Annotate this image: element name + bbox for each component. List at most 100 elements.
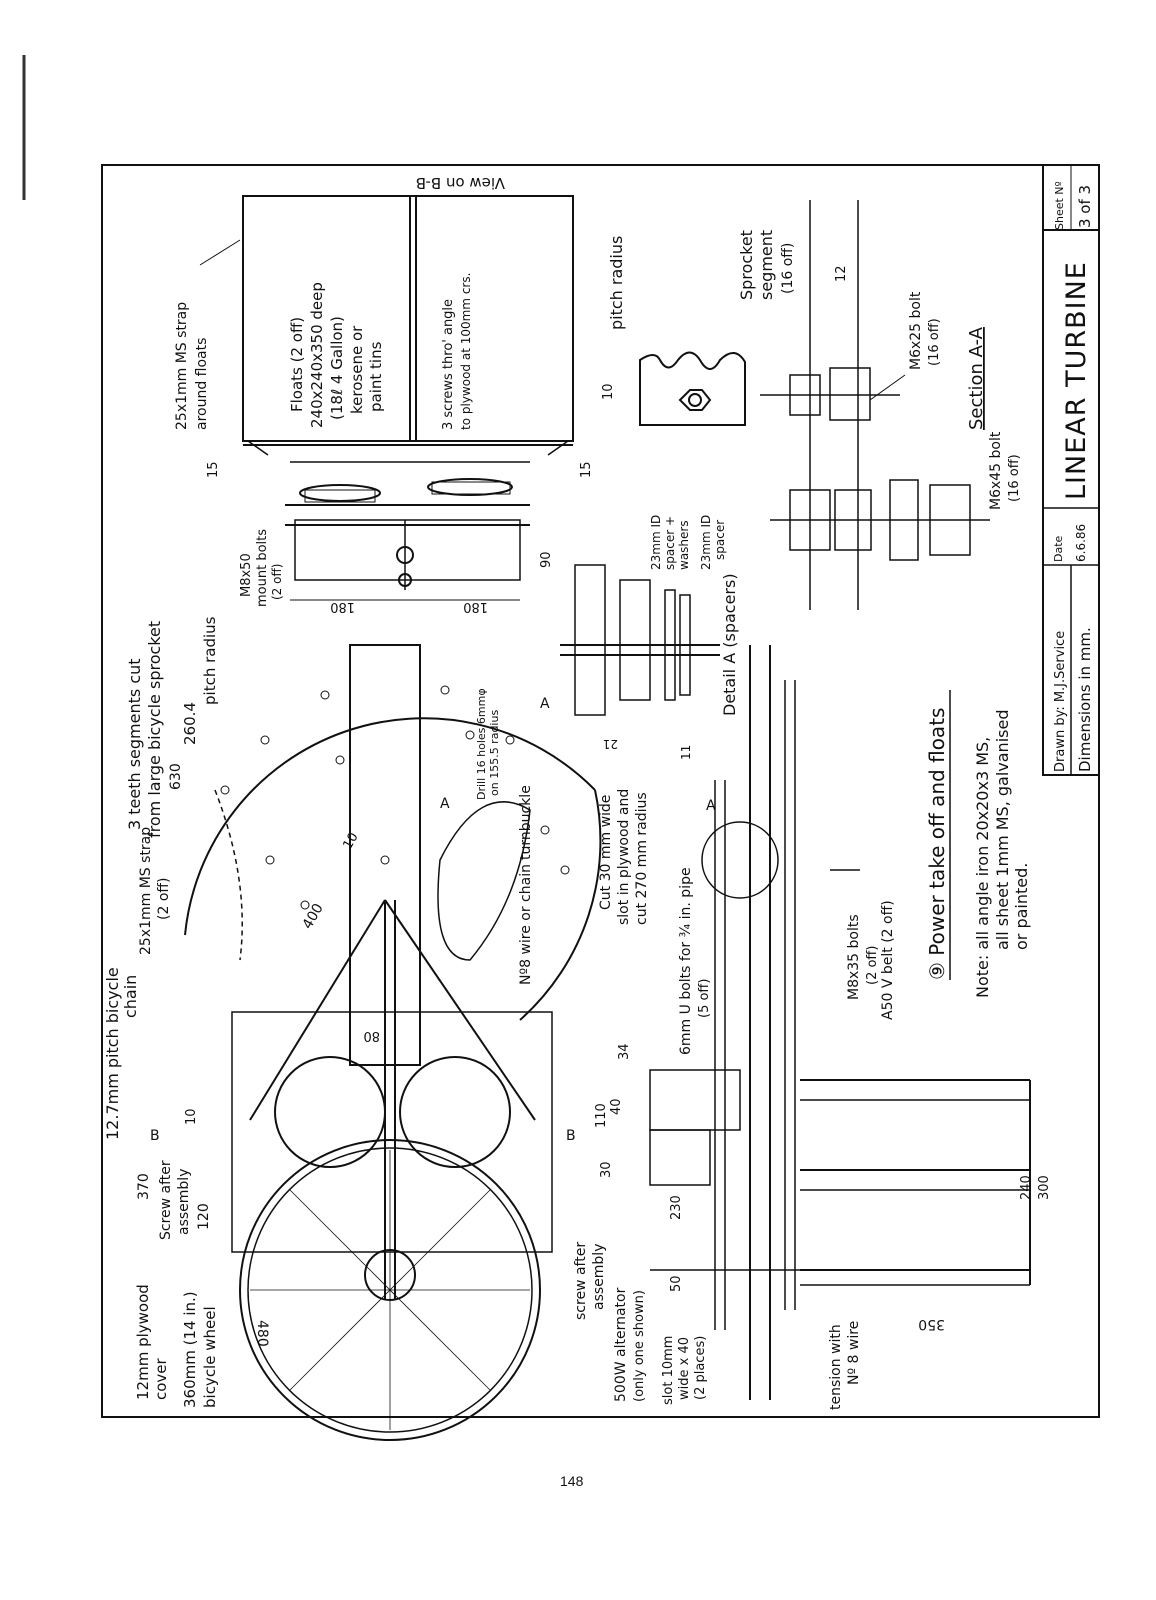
dim-370: 370 (136, 1173, 152, 1200)
slot-label-2: wide x 40 (677, 1337, 692, 1400)
teeth-label-1: 3 teeth segments cut (125, 658, 144, 830)
dim-400: 400 (300, 901, 327, 932)
m6x25-leader (869, 374, 906, 401)
date-value: 6.6.86 (1074, 524, 1088, 562)
cut-slot-1: Cut 30 mm wide (598, 795, 614, 910)
dim-15-right: 15 (579, 461, 594, 478)
dim-110: 110 (594, 1103, 609, 1128)
spacer-wash-3: washers (677, 520, 691, 570)
dim-480: 480 (254, 1320, 270, 1347)
dim-10-sprocket: 10 (601, 383, 616, 400)
floats-view (242, 195, 574, 590)
screws-label-1: 3 screws thro' angle (441, 299, 456, 430)
frame-assembly (231, 899, 553, 1441)
dim-230: 230 (669, 1195, 684, 1220)
m8x35-label-2: (2 off) (865, 946, 880, 985)
dim-10-frame: 10 (184, 1108, 199, 1125)
ubolts-label-2: (5 off) (697, 979, 712, 1018)
alternator-label-1: 500W alternator (613, 1287, 629, 1402)
floats-label-4: kerosene or (348, 325, 366, 414)
pitch-260-1: 260.4 (181, 702, 199, 745)
dim-10-disc: 10 (340, 830, 361, 852)
sheet-value: 3 of 3 (1076, 185, 1094, 228)
dim-80: 80 (363, 1028, 380, 1043)
plywood-label-1: 12mm plywood (134, 1284, 152, 1400)
floats-label-1: Floats (2 off) (288, 317, 306, 412)
turnbuckle-label: turnbuckle (518, 785, 534, 860)
sprocket-seg-3: (16 off) (780, 243, 796, 294)
drill-label-2: on 155.5 radius (488, 710, 501, 796)
screw-after-left-1: Screw after (158, 1160, 174, 1240)
dim-90: 90 (539, 551, 554, 568)
sprocket-segment-drawing (639, 200, 990, 610)
detail-a-title: Detail A (spacers) (720, 573, 739, 716)
wheel-label-1: 360mm (14 in.) (181, 1291, 199, 1408)
drawing-title: LINEAR TURBINE (1061, 261, 1092, 500)
screw-after-left-2: assembly (176, 1169, 192, 1235)
cut-slot-3: cut 270 mm radius (634, 792, 650, 925)
slot-label-1: slot 10mm (661, 1336, 676, 1405)
dim-30: 30 (599, 1161, 614, 1178)
strap-2off-1: 25x1mm MS strap (138, 827, 154, 955)
spacer-1: 23mm ID (699, 515, 713, 570)
section-mark-b-left: B (150, 1128, 160, 1144)
section-aa-title: Section A-A (966, 326, 987, 430)
drill-label-1: Drill 16 holes 6mmφ (475, 688, 488, 800)
sprocket-seg-2: segment (757, 230, 776, 300)
tension-label-1: tension with (828, 1324, 844, 1410)
m6x25-label-2: (16 off) (927, 318, 942, 366)
m6x25-label-1: M6x25 bolt (908, 291, 924, 370)
plywood-label-2: cover (152, 1357, 170, 1400)
floats-label-5: paint tins (367, 341, 385, 412)
title-block: Sheet Nº 3 of 3 LINEAR TURBINE Date 6.6.… (1042, 164, 1100, 776)
section-mark-b-right: B (566, 1128, 576, 1144)
strap-floats-leader (199, 239, 241, 266)
screw-after-right-1: screw after (573, 1242, 589, 1320)
wire-chain-label: Nº8 wire or chain (518, 864, 534, 985)
strap-floats-label-1: 25x1mm MS strap (174, 302, 190, 430)
m6x45-label-1: M6x45 bolt (988, 431, 1004, 510)
tension-label-2: Nº 8 wire (846, 1321, 862, 1385)
teeth-label-2: from large bicycle sprocket (145, 621, 164, 838)
mount-bolts-2: mount bolts (255, 529, 270, 607)
mount-bolts-1: M8x50 (239, 553, 254, 597)
m6x45-label-2: (16 off) (1007, 454, 1022, 502)
slot-label-3: (2 places) (693, 1336, 708, 1400)
strap-2off-2: (2 off) (156, 878, 172, 921)
main-caption: ⑨ Power take off and floats (925, 708, 949, 980)
dim-630: 630 (168, 763, 184, 790)
alternator-label-2: (only one shown) (632, 1290, 647, 1402)
dim-240: 240 (1019, 1175, 1034, 1200)
floats-label-3: (18ℓ 4 Gallon) (328, 316, 346, 420)
dim-50: 50 (669, 1275, 684, 1292)
dim-300: 300 (1037, 1175, 1052, 1200)
section-mark-a-mid: A (440, 796, 450, 812)
wheel-label-2: bicycle wheel (201, 1306, 219, 1408)
sprocket-seg-1: Sprocket (737, 230, 756, 300)
chain-label-2: chain (121, 975, 140, 1018)
view-bb-title: View on B-B (416, 174, 505, 192)
note-line-3: or painted. (1012, 863, 1031, 950)
page-number: 148 (560, 1473, 584, 1489)
floats-label-2: 240x240x350 deep (308, 282, 326, 428)
pitch-radius-label: pitch radius (607, 236, 626, 330)
dim-11: 11 (679, 745, 693, 760)
dim-120: 120 (196, 1203, 212, 1230)
dimensions-note: Dimensions in mm. (1076, 627, 1094, 772)
sheet-label: Sheet Nº (1053, 181, 1066, 230)
section-mark-a-top: A (540, 696, 550, 712)
screw-after-right-2: assembly (591, 1244, 607, 1310)
spacer-wash-2: spacer + (663, 516, 677, 570)
m8x35-label-1: M8x35 bolts (846, 914, 862, 1000)
dim-40: 40 (609, 1098, 624, 1115)
date-label: Date (1052, 535, 1065, 562)
note-line-2: all sheet 1mm MS, galvanised (993, 710, 1012, 950)
dim-12: 12 (834, 265, 849, 282)
cut-slot-2: slot in plywood and (616, 789, 632, 925)
strap-floats-label-2: around floats (194, 338, 210, 430)
drawn-by: Drawn by: M.J.Service (1053, 631, 1068, 772)
spacer-2: spacer (713, 520, 727, 560)
pitch-260-2: pitch radius (201, 616, 219, 705)
power-takeoff-side (649, 645, 1031, 1400)
